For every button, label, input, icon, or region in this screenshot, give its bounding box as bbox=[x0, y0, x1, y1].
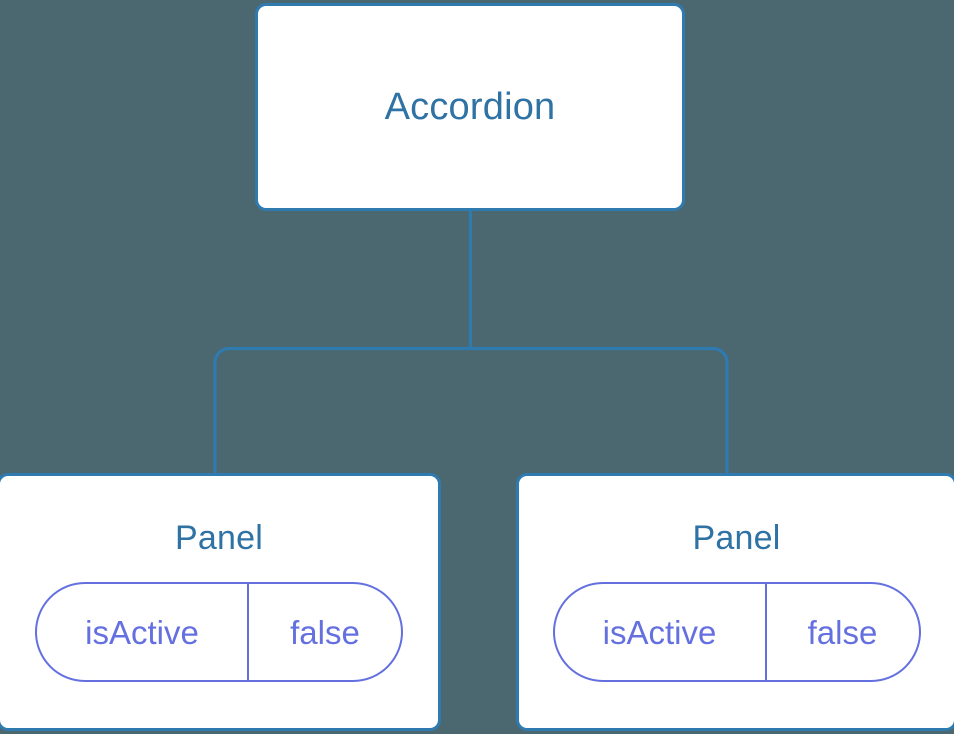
prop-value: false bbox=[807, 613, 878, 651]
prop-key: isActive bbox=[555, 584, 767, 680]
node-panel-right-title: Panel bbox=[692, 519, 781, 557]
edge-accordion-to-panel-left bbox=[213, 346, 471, 474]
node-accordion-title: Accordion bbox=[384, 86, 556, 128]
edge-accordion-to-panel-right bbox=[470, 346, 729, 474]
node-accordion[interactable]: Accordion bbox=[255, 3, 685, 211]
node-panel-right-prop-isactive[interactable]: isActive false bbox=[552, 582, 921, 682]
node-panel-left-title: Panel bbox=[175, 519, 263, 557]
node-panel-right[interactable]: Panel isActive false bbox=[516, 473, 954, 731]
node-panel-left-prop-isactive[interactable]: isActive false bbox=[35, 582, 403, 682]
prop-value: false bbox=[290, 613, 360, 651]
node-panel-left[interactable]: Panel isActive false bbox=[0, 473, 441, 731]
prop-key: isActive bbox=[37, 584, 249, 680]
